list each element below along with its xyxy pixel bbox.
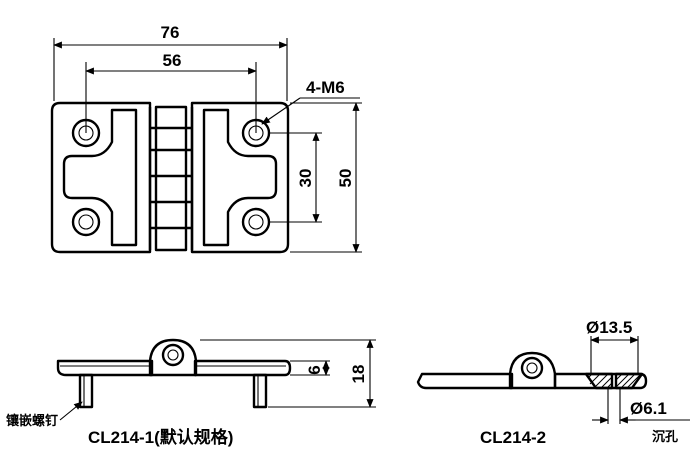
right-leaf-recess [202,108,278,247]
dim-6-text: 6 [305,365,324,374]
model-2-caption: CL214-2 [480,428,546,447]
right-leaf-outline [190,101,290,254]
embedded-screws [78,373,268,409]
top-view: 76 56 4-M6 30 50 [50,23,362,254]
side-leaf-left [56,359,154,377]
dim-hole-diameter: Ø6.1 [592,388,690,424]
side-knuckle [148,338,198,377]
hole-spec-text: 4-M6 [306,78,345,97]
dim-18-text: 18 [349,365,368,384]
dim-56-text: 56 [163,51,182,70]
counterbore-text: Ø13.5 [586,318,632,337]
dim-overall-height: 50 [290,102,362,253]
hinge-knuckle [148,105,194,252]
left-leaf-outline [50,101,152,254]
side-view-cl214-2: Ø13.5 Ø6.1 沉孔 CL214-2 [416,318,690,447]
dim-counterbore: Ø13.5 [586,318,639,374]
countersink-section [584,372,644,390]
dim-hole-spacing-y: 30 [270,132,322,223]
dim-thickness: 6 [290,360,330,376]
side-leaf-right [193,359,292,377]
embedded-screw-label: 镶嵌螺钉 [6,413,58,429]
dim-total-height: 18 [200,339,376,408]
dim-overall-width: 76 [53,23,288,101]
side2-leaf-left [416,372,514,390]
side-view-cl214-1: 6 18 镶嵌螺钉 CL214-1(默认规格) [6,338,376,447]
dim-30-text: 30 [296,169,315,188]
dim-76-text: 76 [161,23,180,42]
dim-50-text: 50 [336,169,355,188]
hole-spec-leader: 4-M6 [261,78,360,125]
hole-diameter-text: Ø6.1 [630,399,667,418]
side2-knuckle [508,351,557,390]
model-1-caption: CL214-1(默认规格) [88,427,233,447]
mounting-holes [71,118,271,237]
dim-hole-spacing-x: 56 [85,51,257,133]
left-leaf-recess [62,108,138,247]
countersink-label: 沉孔 [652,429,678,445]
